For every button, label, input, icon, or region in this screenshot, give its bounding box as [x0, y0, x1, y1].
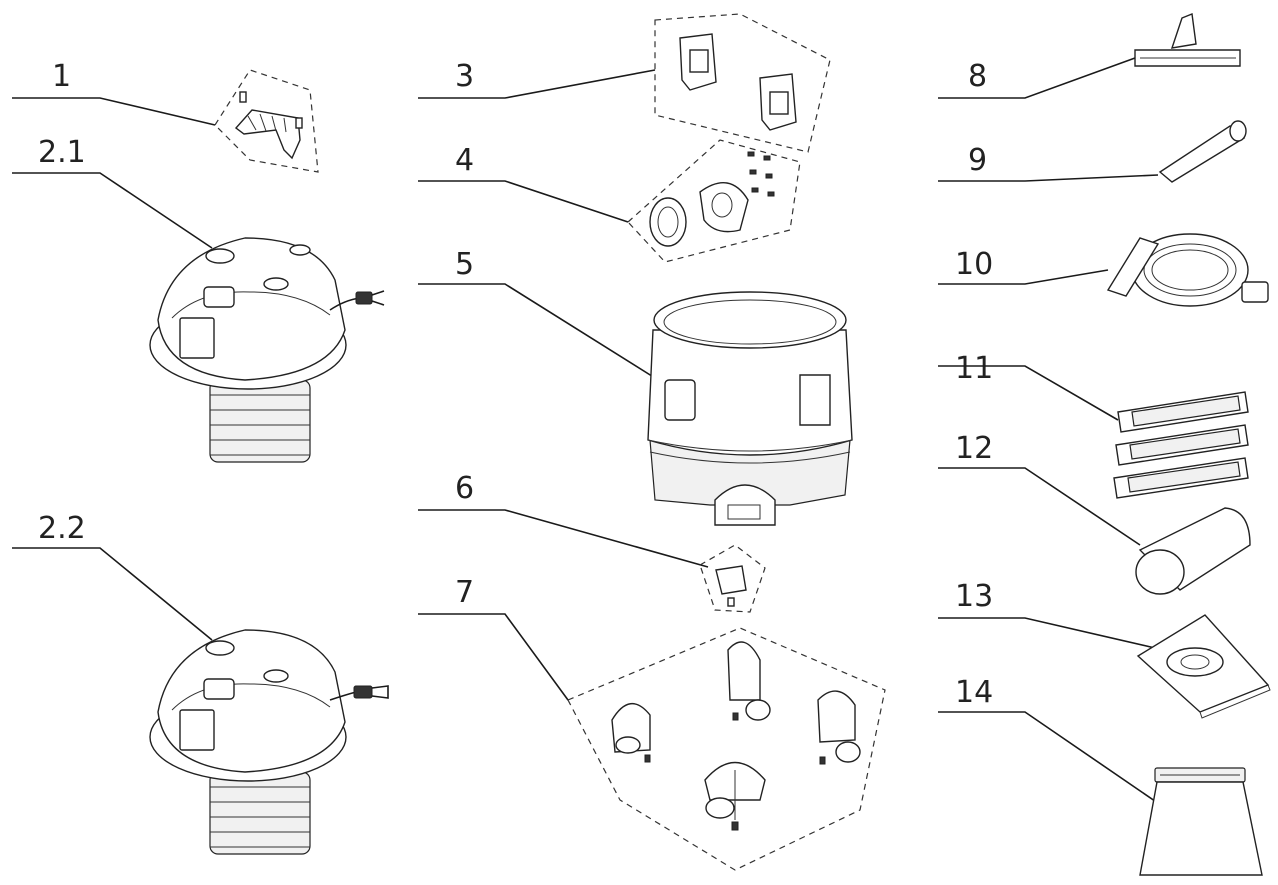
floor-nozzle-icon — [1134, 13, 1241, 67]
part-7-callout: 7 — [418, 575, 886, 871]
connector-icon — [649, 151, 775, 247]
clip-icon — [715, 565, 747, 607]
leader-3 — [418, 69, 656, 99]
part-3-callout: 3 — [418, 13, 831, 153]
dust-bag-icon — [1136, 614, 1271, 719]
label-14: 14 — [955, 675, 993, 710]
leader-9 — [938, 174, 1159, 182]
crevice-tool-icon — [1158, 120, 1247, 183]
part-8-callout: 8 — [938, 13, 1241, 99]
part-10-callout: 10 — [938, 233, 1269, 307]
motor-head-alt-icon — [149, 629, 389, 855]
leader-4 — [418, 180, 629, 223]
leader-10 — [938, 269, 1109, 285]
adaptor-icon — [611, 641, 861, 831]
motor-head-icon — [149, 237, 385, 463]
leader-8 — [938, 57, 1136, 99]
label-12: 12 — [955, 431, 993, 466]
outline-1 — [214, 69, 319, 173]
label-11: 11 — [955, 351, 993, 386]
label-10: 10 — [955, 247, 993, 282]
handle-icon — [234, 91, 303, 160]
clamp-icon — [679, 33, 797, 131]
label-13: 13 — [955, 579, 993, 614]
label-2-1: 2.1 — [38, 135, 86, 170]
label-3: 3 — [455, 59, 474, 94]
part-1-callout: 1 — [12, 59, 319, 173]
hose-icon — [1106, 233, 1269, 307]
label-8: 8 — [968, 59, 987, 94]
container-icon — [647, 291, 853, 526]
label-7: 7 — [455, 575, 474, 610]
leader-2-2 — [12, 547, 213, 641]
part-13-callout: 13 — [938, 579, 1271, 719]
outline-3 — [654, 13, 831, 153]
leader-5 — [418, 283, 656, 379]
part-5-callout: 5 — [418, 247, 853, 526]
label-6: 6 — [455, 471, 474, 506]
part-14-callout: 14 — [938, 675, 1263, 876]
leader-12 — [938, 467, 1141, 546]
label-4: 4 — [455, 143, 474, 178]
label-2-2: 2.2 — [38, 511, 86, 546]
outline-7 — [567, 627, 886, 871]
outline-6 — [699, 544, 766, 613]
leader-2-1 — [12, 172, 213, 249]
part-2-2-callout: 2.2 — [12, 511, 389, 855]
leader-14 — [938, 711, 1169, 811]
part-6-callout: 6 — [418, 471, 766, 613]
part-4-callout: 4 — [418, 139, 801, 263]
part-12-callout: 12 — [938, 431, 1251, 595]
cloth-filter-icon — [1139, 767, 1263, 876]
part-11-callout: 11 — [938, 351, 1249, 499]
label-9: 9 — [968, 143, 987, 178]
leader-1 — [12, 97, 216, 126]
outline-4 — [627, 139, 801, 263]
leader-13 — [938, 617, 1156, 649]
leader-7 — [418, 613, 569, 701]
leader-6 — [418, 509, 709, 568]
leader-11 — [938, 365, 1119, 421]
label-1: 1 — [52, 59, 71, 94]
label-5: 5 — [455, 247, 474, 282]
extension-tube-icon — [1113, 391, 1249, 499]
part-2-1-callout: 2.1 — [12, 135, 385, 463]
part-9-callout: 9 — [938, 120, 1247, 183]
filter-sleeve-icon — [1135, 507, 1251, 595]
